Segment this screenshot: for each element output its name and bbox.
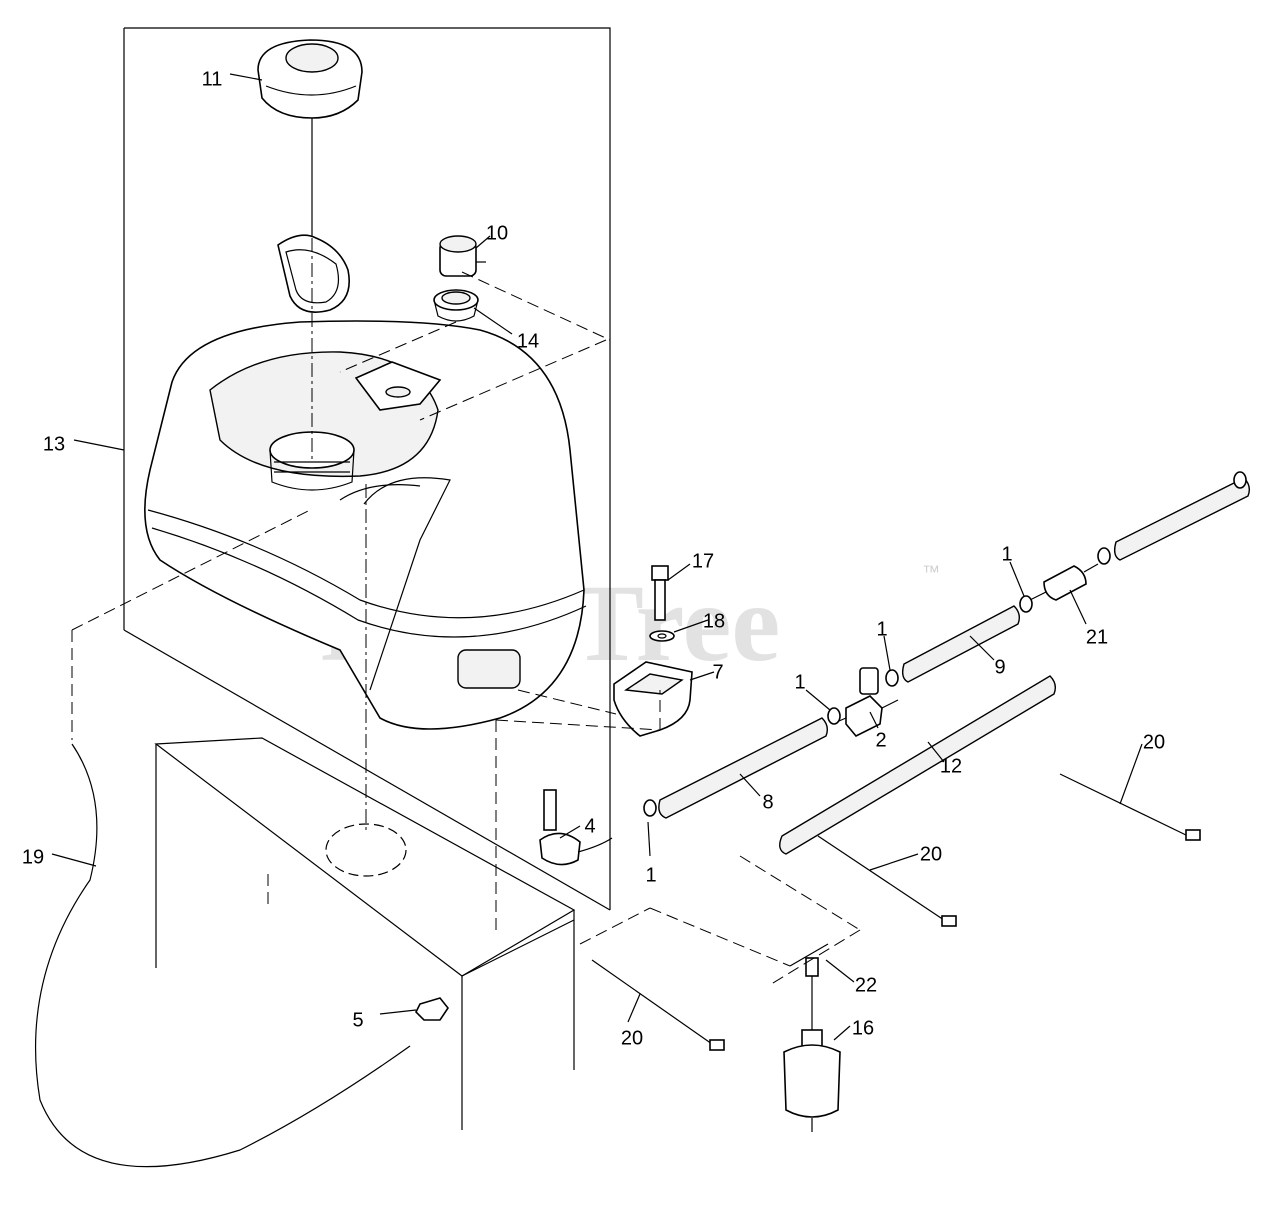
nut-part: [415, 997, 449, 1021]
leader-lines: [51, 73, 1143, 1041]
bolt-part: [651, 565, 669, 621]
callout-8: 8: [762, 791, 773, 813]
callout-4: 4: [584, 815, 595, 837]
callout-18: 18: [703, 610, 725, 632]
grommet-part: [433, 289, 479, 322]
callout-12: 12: [940, 755, 962, 777]
callout-20: 20: [621, 1027, 643, 1049]
hose-clamps: [643, 471, 1247, 817]
callout-2: 2: [875, 729, 886, 751]
watermark-trademark: ™: [922, 562, 940, 582]
fuel-line-19: [35, 743, 411, 1168]
callout-19: 19: [22, 846, 44, 868]
callout-10: 10: [486, 222, 508, 244]
callout-16: 16: [852, 1017, 874, 1039]
callout-17: 17: [692, 550, 714, 572]
tank-assembly-bracket: [123, 27, 611, 911]
tank-fitting-part: [539, 789, 613, 866]
tank-bracket-part: [613, 661, 693, 737]
fuel-hose-12: [779, 675, 1057, 855]
callout-22: 22: [855, 974, 877, 996]
callout-11: 11: [202, 68, 223, 90]
callout-1: 1: [1001, 543, 1012, 565]
fuel-tank-part: [144, 320, 587, 730]
washer-part: [649, 630, 675, 642]
callout-14: 14: [517, 330, 539, 352]
callout-1: 1: [876, 618, 887, 640]
callout-1: 1: [794, 671, 805, 693]
assembly-lines: [71, 238, 861, 987]
callout-20: 20: [1143, 731, 1165, 753]
cap-tether-ring: [277, 234, 350, 313]
callout-5: 5: [352, 1009, 363, 1031]
tee-fitting-part: [789, 943, 829, 1030]
fuel-hose-9: [901, 605, 1021, 683]
callout-7: 7: [712, 661, 723, 683]
fuel-hose-upper: [1113, 477, 1251, 561]
shutoff-valve-part: [831, 667, 899, 737]
callout-1: 1: [645, 864, 656, 886]
cable-ties: [591, 773, 1201, 1051]
inline-fuel-filter-part: [1029, 563, 1099, 601]
callout-20: 20: [920, 843, 942, 865]
fuel-hose-8: [658, 717, 829, 819]
callout-13: 13: [43, 433, 65, 455]
vent-valve-part: [439, 235, 486, 277]
callout-21: 21: [1086, 626, 1108, 648]
callout-9: 9: [994, 656, 1005, 678]
mounting-frame-part: [154, 737, 576, 1130]
fuel-filter-part: [783, 1029, 841, 1132]
fuel-cap-part: [257, 39, 363, 238]
